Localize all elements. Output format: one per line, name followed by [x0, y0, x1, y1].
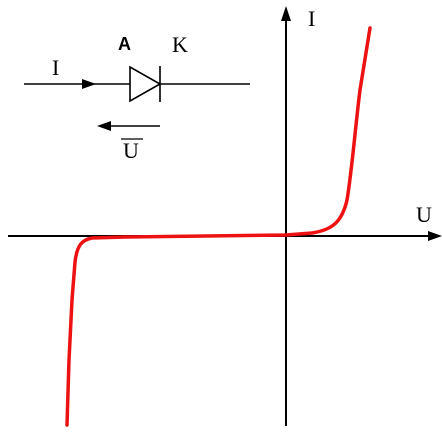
x-axis-arrowhead — [428, 231, 442, 241]
x-axis-label: U — [416, 202, 432, 227]
voltage-label: U — [123, 138, 139, 163]
y-axis-label: I — [308, 6, 315, 31]
diode-triangle — [129, 65, 162, 103]
iv-curve — [65, 26, 372, 427]
diode-schematic: I A K U — [24, 32, 250, 163]
current-arrowhead — [82, 79, 96, 89]
current-label: I — [52, 55, 59, 80]
anode-label: A — [118, 34, 131, 54]
y-axis-arrowhead — [281, 6, 291, 21]
axes: U I — [8, 6, 442, 426]
voltage-arrowhead — [97, 121, 111, 131]
cathode-label: K — [172, 32, 188, 57]
